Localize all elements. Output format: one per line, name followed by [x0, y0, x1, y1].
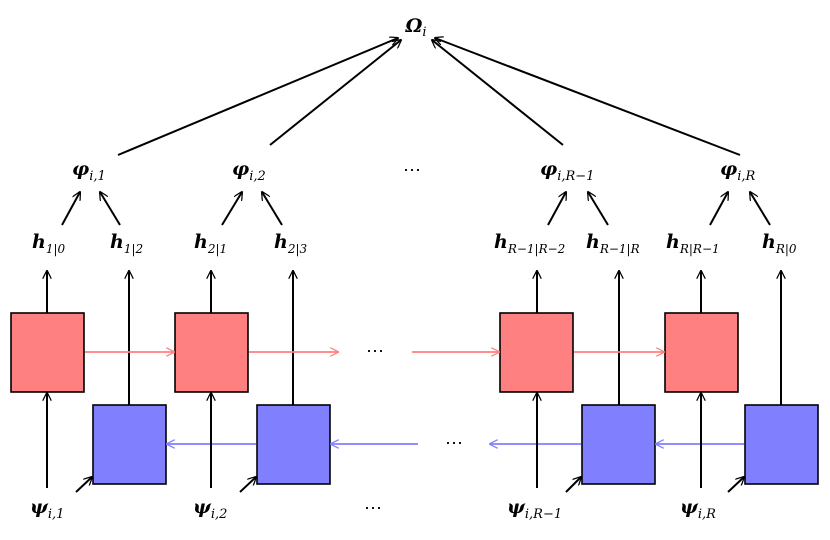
psi-label-r-1: ψi,R−1: [507, 496, 562, 522]
h-label-1-2: h1|2: [110, 231, 143, 256]
backward-dots: ⋯: [445, 433, 463, 454]
backward-cell-2: [256, 404, 331, 485]
h-label-1-0: h1|0: [32, 231, 66, 256]
phi-label-r: φi,R: [720, 158, 755, 184]
backward-cell-1: [92, 404, 167, 485]
h-label-r1-r2: hR−1|R−2: [494, 231, 565, 256]
forward-cell-r: [664, 312, 739, 393]
psi-label-2: ψi,2: [193, 496, 227, 522]
forward-dots: ⋯: [366, 341, 384, 362]
forward-cell-r-1: [499, 312, 574, 393]
arrow-hR1a-phiR1: [547, 192, 566, 226]
arrow-h10-phi1: [61, 192, 80, 226]
backward-cell-r-1: [581, 404, 656, 485]
backward-cell-r: [744, 404, 819, 485]
h-label-2-1: h2|1: [194, 231, 227, 256]
h-label-2-3: h2|3: [274, 231, 308, 256]
cell-to-h-arrows: [47, 271, 781, 405]
psi-label-1: ψi,1: [30, 496, 64, 522]
h-label-r1-r: hR−1|R: [586, 231, 640, 256]
arrow-h23-phi2: [262, 192, 283, 226]
arrow-psi1-bwd: [75, 477, 92, 493]
arrow-phi1-omega: [117, 38, 398, 156]
arrow-phiR-omega: [435, 38, 741, 156]
arrow-phi2-omega: [269, 40, 401, 146]
phi-to-omega-arrows: [117, 38, 741, 156]
forward-cell-1: [10, 312, 85, 393]
h-to-phi-arrows: [61, 192, 771, 226]
arrow-psiR1-bwd: [565, 477, 581, 493]
psi-arrows: [47, 393, 744, 493]
forward-cell-2: [174, 312, 249, 393]
backward-cells: [92, 404, 819, 485]
phi-label-1: φi,1: [72, 158, 106, 184]
arrow-phiR1-omega: [432, 40, 564, 146]
psi-label-r: ψi,R: [680, 496, 716, 522]
forward-cells: [10, 312, 739, 393]
h-label-r-0: hR|0: [762, 231, 797, 256]
arrow-hRb-phiR: [750, 192, 771, 226]
phi-label-r-1: φi,R−1: [540, 158, 594, 184]
omega-label: Ωi: [404, 15, 426, 40]
psi-dots: ⋯: [364, 498, 382, 519]
arrow-psiR-bwd: [727, 477, 744, 493]
arrow-psi2-bwd: [239, 477, 256, 493]
arrow-hR1b-phiR1: [588, 192, 609, 226]
arrow-hRa-phiR: [709, 192, 728, 226]
h-label-r-r1: hR|R−1: [666, 231, 720, 256]
arrow-h12-phi1: [100, 192, 121, 226]
arrow-h21-phi2: [221, 192, 242, 226]
phi-dots: ⋯: [403, 160, 421, 181]
phi-label-2: φi,2: [232, 158, 266, 184]
